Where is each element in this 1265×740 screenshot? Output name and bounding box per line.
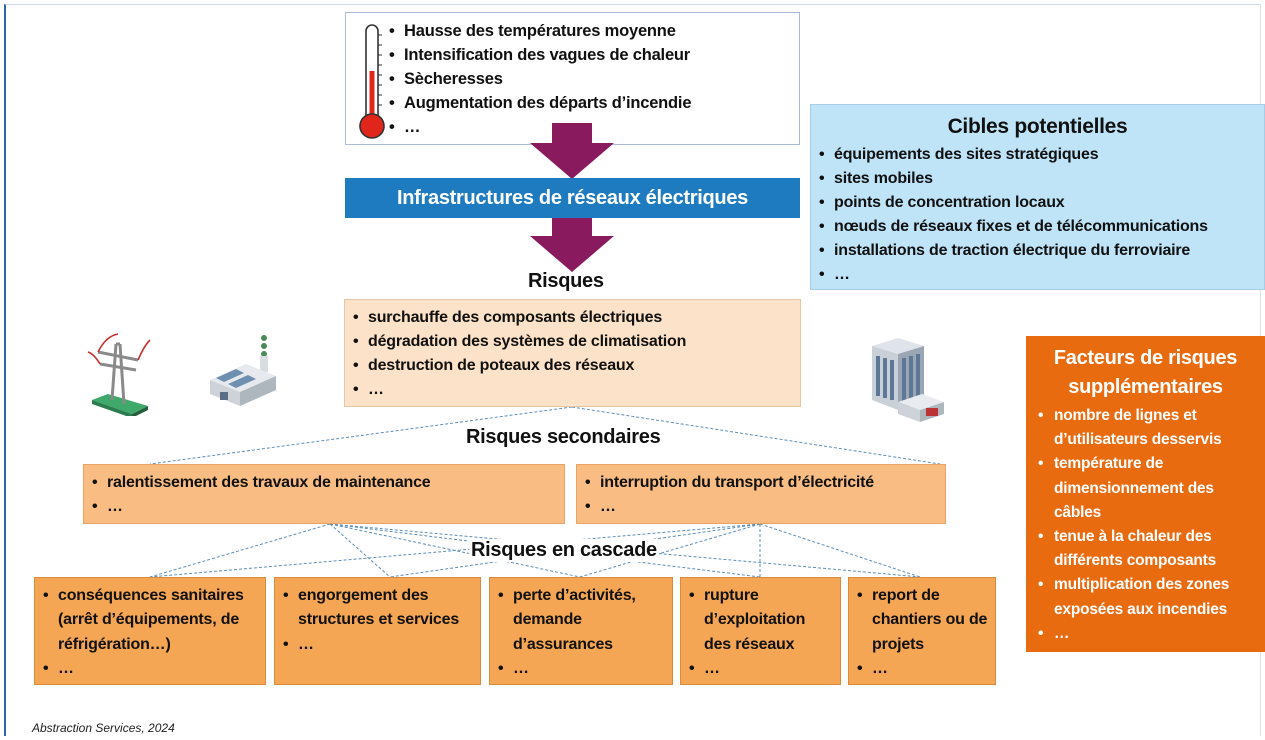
secondary-risk-list: ralentissement des travaux de maintenanc… [92, 471, 431, 519]
list-item: … [353, 378, 686, 402]
cascade-risks-title: Risques en cascade [469, 539, 659, 562]
list-item: points de concentration locaux [819, 191, 1208, 215]
list-item: … [585, 495, 874, 519]
list-item: Intensification des vagues de chaleur [389, 43, 691, 67]
connector-line [149, 523, 761, 578]
list-item: perte d’activités, demande d’assurances [498, 584, 668, 657]
list-item: rupture d’exploitation des réseaux [689, 584, 836, 657]
potential-targets-list: équipements des sites stratégiques sites… [819, 143, 1208, 287]
list-item: multiplication des zones exposées aux in… [1038, 573, 1259, 621]
list-item: dégradation des systèmes de climatisatio… [353, 330, 686, 354]
cascade-risk-list: conséquences sanitaires (arrêt d’équipem… [43, 584, 261, 681]
list-item: destruction de poteaux des réseaux [353, 354, 686, 378]
secondary-risks-title: Risques secondaires [466, 426, 661, 448]
list-item: Hausse des températures moyenne [389, 19, 691, 43]
list-item: … [689, 657, 836, 682]
list-item: … [43, 657, 261, 682]
connector-line [149, 406, 573, 465]
cascade-risk-box: engorgement des structures et services … [274, 577, 481, 685]
list-item: Augmentation des départs d’incendie [389, 91, 691, 115]
cascade-risk-box: report de chantiers ou de projets … [848, 577, 996, 685]
list-item: tenue à la chaleur des différents compos… [1038, 525, 1259, 573]
connector-line [579, 523, 761, 578]
potential-targets-title: Cibles potentielles [947, 115, 1128, 138]
down-arrow-icon [530, 216, 614, 272]
list-item: report de chantiers ou de projets [857, 584, 991, 657]
thermometer-icon [359, 24, 385, 139]
list-item: conséquences sanitaires (arrêt d’équipem… [43, 584, 261, 657]
title-line: Facteurs de risques [1053, 347, 1238, 369]
list-item: engorgement des structures et services [283, 584, 476, 633]
secondary-risk-box: ralentissement des travaux de maintenanc… [83, 464, 565, 524]
risks-box: surchauffe des composants électriques dé… [344, 299, 801, 407]
cascade-risk-box: perte d’activités, demande d’assurances … [489, 577, 673, 685]
cascade-risk-box: rupture d’exploitation des réseaux … [680, 577, 841, 685]
climate-hazards-list: Hausse des températures moyenne Intensif… [389, 19, 691, 139]
list-item: ralentissement des travaux de maintenanc… [92, 471, 431, 495]
list-item: nombre de lignes et d’utilisateurs desse… [1038, 404, 1259, 452]
list-item: surchauffe des composants électriques [353, 306, 686, 330]
list-item: … [498, 657, 668, 682]
list-item: … [857, 657, 991, 682]
factory-icon [210, 335, 276, 406]
connector-line [329, 523, 391, 578]
cascade-risk-list: engorgement des structures et services … [283, 584, 476, 657]
title-line: supplémentaires [1068, 376, 1223, 398]
cascade-risk-list: rupture d’exploitation des réseaux … [689, 584, 836, 681]
list-item: … [819, 263, 1208, 287]
additional-risk-factors-list: nombre de lignes et d’utilisateurs desse… [1038, 404, 1259, 646]
list-item: … [389, 115, 691, 139]
risks-list: surchauffe des composants électriques dé… [353, 306, 686, 402]
connector-line [571, 406, 941, 465]
cascade-risk-list: report de chantiers ou de projets … [857, 584, 991, 681]
additional-risk-factors-title: Facteurs de risques supplémentaires [1026, 344, 1265, 402]
infrastructure-banner: Infrastructures de réseaux électriques [345, 178, 800, 218]
connector-line [759, 523, 921, 578]
power-pylon-icon [87, 333, 151, 416]
list-item: … [1038, 622, 1259, 646]
potential-targets-box: Cibles potentielles équipements des site… [810, 104, 1265, 290]
secondary-risk-list: interruption du transport d’électricité … [585, 471, 874, 519]
list-item: installations de traction électrique du … [819, 239, 1208, 263]
connector-line [149, 523, 331, 578]
risks-title: Risques [528, 270, 604, 292]
additional-risk-factors-box: Facteurs de risques supplémentaires nomb… [1026, 336, 1265, 652]
list-item: nœuds de réseaux fixes et de télécommuni… [819, 215, 1208, 239]
credit-text: Abstraction Services, 2024 [32, 721, 175, 735]
list-item: température de dimensionnement des câble… [1038, 452, 1259, 525]
down-arrow-icon [530, 123, 614, 179]
list-item: … [92, 495, 431, 519]
secondary-risk-box: interruption du transport d’électricité … [576, 464, 946, 524]
list-item: sites mobiles [819, 167, 1208, 191]
cascade-risk-list: perte d’activités, demande d’assurances … [498, 584, 668, 681]
list-item: interruption du transport d’électricité [585, 471, 874, 495]
cascade-risk-box: conséquences sanitaires (arrêt d’équipem… [34, 577, 266, 685]
list-item: Sècheresses [389, 67, 691, 91]
list-item: équipements des sites stratégiques [819, 143, 1208, 167]
list-item: … [283, 633, 476, 658]
office-building-icon [872, 338, 944, 422]
